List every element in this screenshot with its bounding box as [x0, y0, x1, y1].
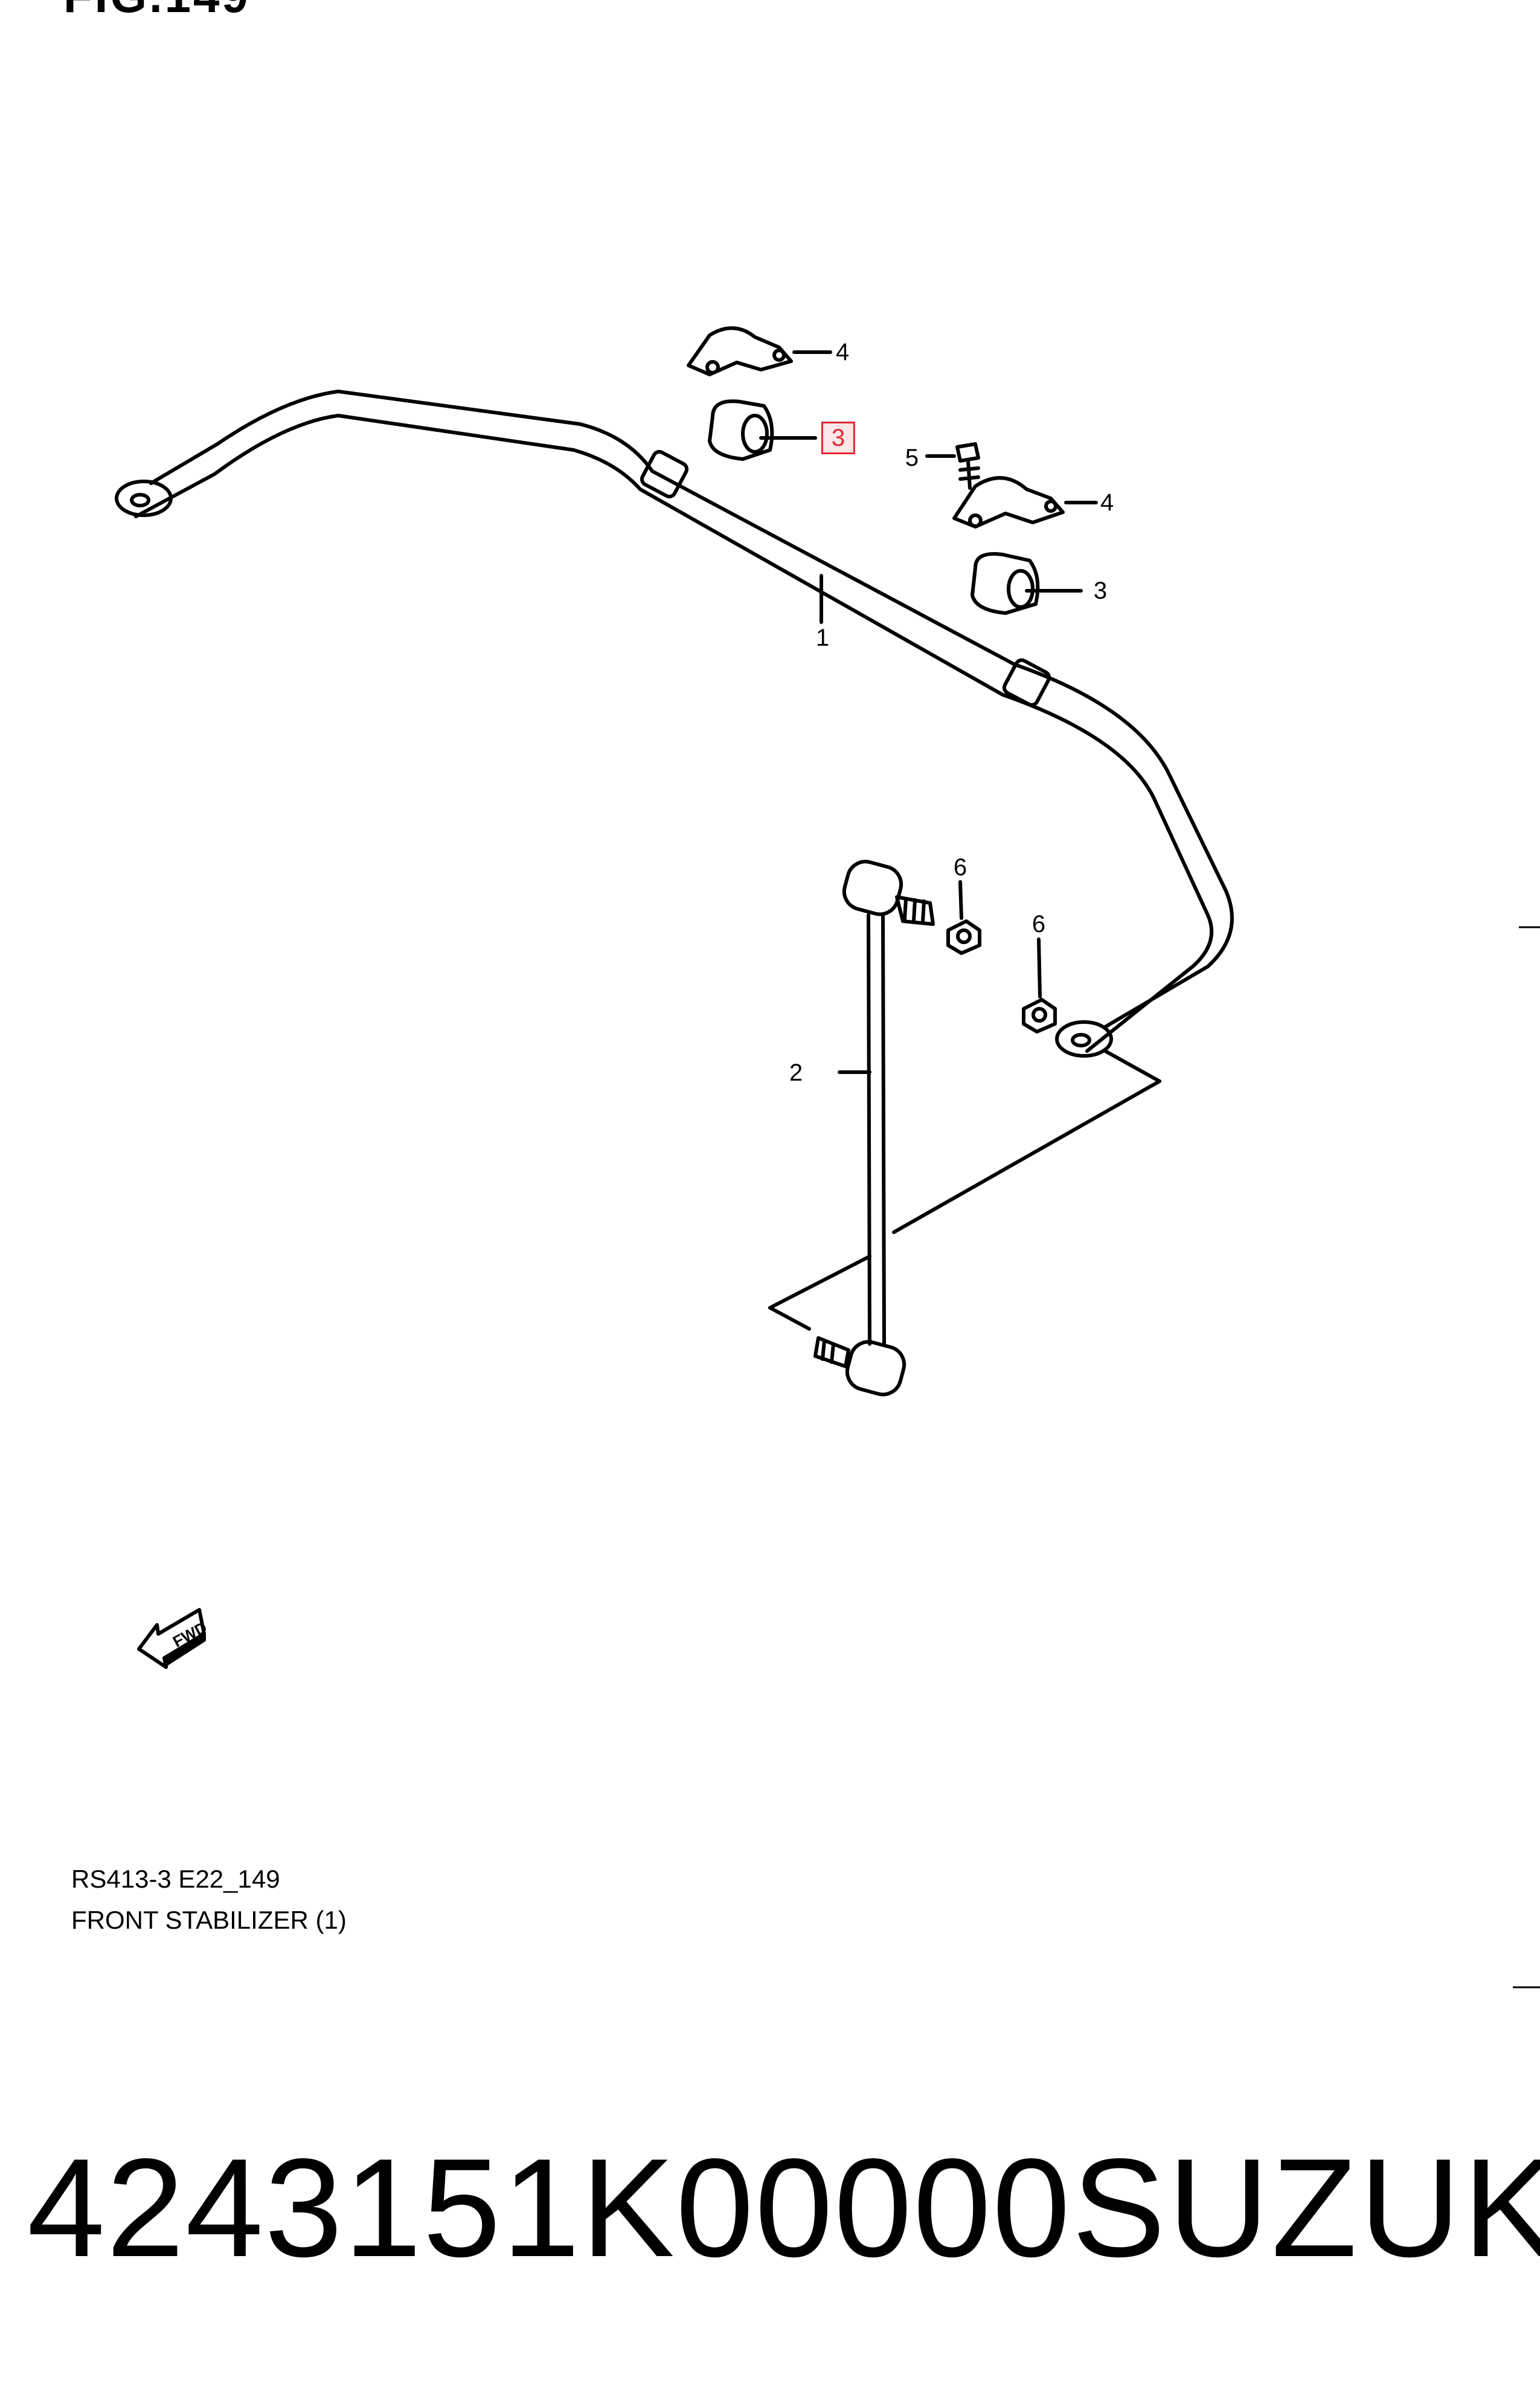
callout-6-right[interactable]: 6 — [1031, 911, 1046, 937]
callout-2[interactable]: 2 — [789, 1059, 803, 1086]
nut-6-right — [1022, 937, 1057, 1034]
figure-title: FIG.149 — [63, 0, 251, 24]
callout-6-left[interactable]: 6 — [953, 854, 967, 881]
bracket-4-top — [687, 326, 832, 376]
stabilizer-bar — [115, 390, 1234, 1058]
bracket-4-middle — [952, 476, 1098, 529]
callout-1[interactable]: 1 — [815, 625, 830, 651]
callout-4[interactable]: 4 — [1100, 489, 1114, 516]
caption-code: RS413-3 E22_149 — [71, 1865, 280, 1893]
brand-name: SUZUKI — [1072, 2130, 1540, 2286]
fwd-arrow-icon — [137, 1608, 206, 1669]
parts-diagram: FWD — [115, 326, 1540, 1989]
edge-marks — [1513, 926, 1540, 1989]
part-number: 4243151K00000 — [27, 2130, 1072, 2286]
bushing-3-middle — [971, 552, 1083, 615]
bolt-5 — [925, 442, 980, 490]
callout-3-selected[interactable]: 3 — [821, 422, 856, 454]
diagram-panel: FIG.149 — [63, 0, 1540, 1989]
callout-3[interactable]: 3 — [1093, 577, 1108, 604]
bushing-3-top — [708, 399, 817, 461]
nut-6-left — [946, 880, 981, 955]
callout-5[interactable]: 5 — [905, 445, 919, 471]
stabilizer-link — [768, 860, 1161, 1397]
caption-name: FRONT STABILIZER (1) — [71, 1906, 347, 1934]
callout-4-top[interactable]: 4 — [835, 339, 850, 365]
